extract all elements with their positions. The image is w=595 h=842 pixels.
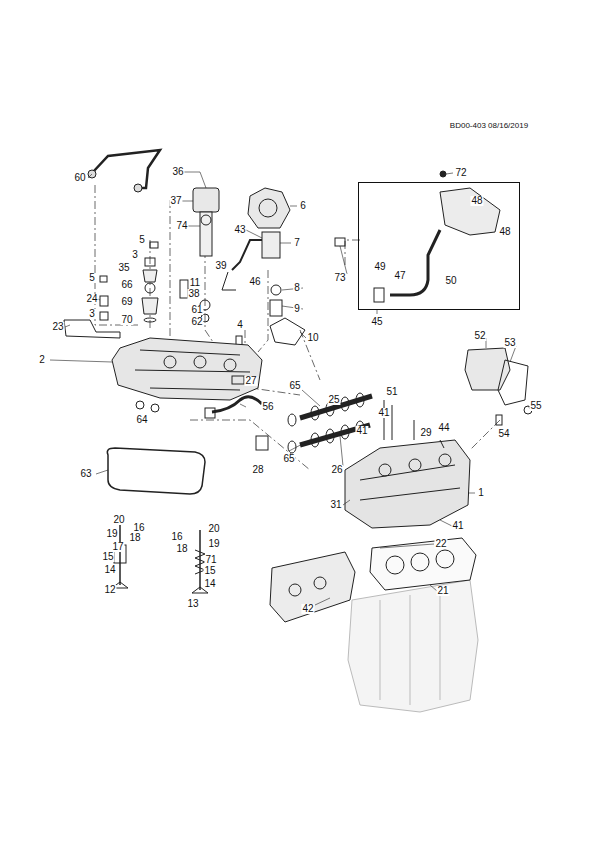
- callout-number: 53: [503, 338, 516, 348]
- callout-number: 35: [117, 263, 130, 273]
- callout-number: 56: [261, 402, 274, 412]
- callout-number: 31: [329, 500, 342, 510]
- callout-number: 45: [370, 317, 383, 327]
- camshaft: [288, 393, 372, 453]
- callout-number: 4: [236, 320, 244, 330]
- callout-number: 28: [251, 465, 264, 475]
- callout-number: 18: [128, 533, 141, 543]
- callout-number: 10: [306, 333, 319, 343]
- wire-harness: [93, 150, 160, 188]
- callout-number: 23: [51, 322, 64, 332]
- callout-number: 19: [207, 539, 220, 549]
- callout-number: 15: [101, 552, 114, 562]
- callout-number: 5: [88, 273, 96, 283]
- callout-number: 21: [436, 586, 449, 596]
- callout-number: 25: [327, 395, 340, 405]
- callout-number: 72: [454, 168, 467, 178]
- callout-number: 74: [175, 221, 188, 231]
- callout-number: 65: [282, 454, 295, 464]
- callout-number: 6: [299, 201, 307, 211]
- callout-number: 64: [135, 415, 148, 425]
- callout-number: 65: [288, 381, 301, 391]
- valve-cover: [112, 338, 262, 400]
- callout-number: 42: [301, 604, 314, 614]
- callout-number: 41: [355, 426, 368, 436]
- callout-number: 15: [203, 566, 216, 576]
- callout-number: 16: [132, 523, 145, 533]
- callout-number: 47: [393, 271, 406, 281]
- callout-number: 24: [85, 294, 98, 304]
- callout-number: 5: [138, 235, 146, 245]
- callout-number: 27: [244, 376, 257, 386]
- callout-number: 14: [103, 565, 116, 575]
- callout-number: 22: [434, 539, 447, 549]
- callout-number: 16: [170, 532, 183, 542]
- callout-number: 43: [233, 225, 246, 235]
- callout-number: 41: [451, 521, 464, 531]
- callout-number: 38: [187, 289, 200, 299]
- inset-frame: 48 48 49 47 50: [358, 182, 520, 310]
- callout-number: 48: [470, 196, 483, 206]
- callout-number: 11: [189, 278, 201, 288]
- callout-number: 70: [120, 315, 133, 325]
- callout-number: 1: [477, 488, 485, 498]
- callout-number: 26: [330, 465, 343, 475]
- callout-number: 69: [120, 297, 133, 307]
- callout-number: 73: [333, 273, 346, 283]
- callout-number: 8: [293, 283, 301, 293]
- callout-number: 50: [444, 276, 457, 286]
- callout-number: 49: [373, 262, 386, 272]
- callout-number: 41: [377, 408, 390, 418]
- cylinder-head: [345, 440, 470, 528]
- callout-number: 18: [175, 544, 188, 554]
- callout-number: 29: [419, 428, 432, 438]
- callout-number: 55: [529, 401, 542, 411]
- callout-number: 71: [204, 555, 217, 565]
- callout-number: 46: [248, 277, 261, 287]
- callout-number: 7: [293, 238, 301, 248]
- callout-number: 12: [103, 585, 116, 595]
- callout-number: 20: [112, 515, 125, 525]
- callout-number: 19: [105, 529, 118, 539]
- callout-number: 51: [385, 387, 398, 397]
- callout-number: 20: [207, 524, 220, 534]
- drawing-id: BD00-403 08/16/2019: [449, 122, 529, 130]
- callout-number: 37: [169, 196, 182, 206]
- callout-number: 52: [473, 331, 486, 341]
- callout-number: 39: [214, 261, 227, 271]
- engine-block: [348, 580, 478, 712]
- callout-number: 17: [111, 542, 124, 552]
- callout-number: 61: [190, 305, 203, 315]
- callout-number: 3: [88, 309, 96, 319]
- callout-number: 44: [437, 423, 450, 433]
- callout-number: 14: [203, 579, 216, 589]
- callout-number: 60: [73, 173, 86, 183]
- callout-number: 62: [190, 317, 203, 327]
- callout-number: 63: [79, 469, 92, 479]
- callout-number: 2: [38, 355, 46, 365]
- callout-number: 36: [171, 167, 184, 177]
- callout-number: 54: [497, 429, 510, 439]
- guide-lines: [95, 185, 500, 470]
- callout-number: 3: [131, 250, 139, 260]
- callout-number: 9: [293, 304, 301, 314]
- callout-number: 66: [120, 280, 133, 290]
- callout-number: 13: [186, 599, 199, 609]
- callout-number: 48: [498, 227, 511, 237]
